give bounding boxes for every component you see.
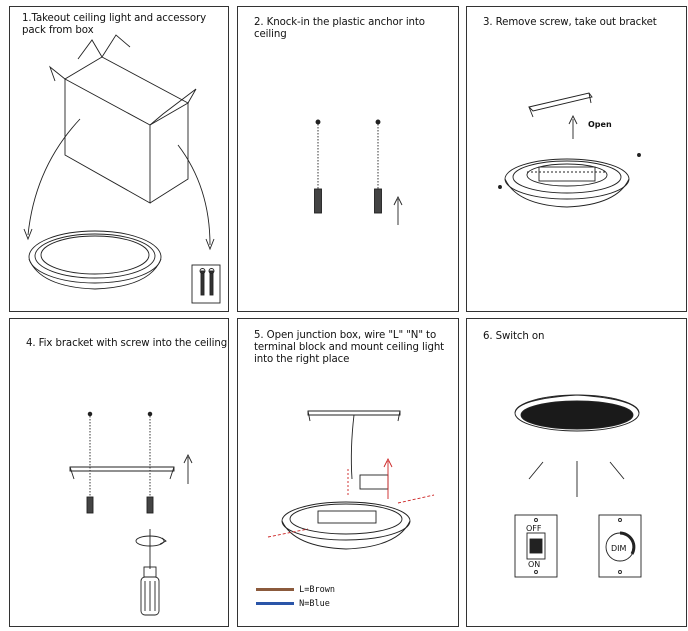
- step-5-panel: 5. Open junction box, wire "L" "N" to te…: [237, 318, 459, 627]
- step-2-caption: 2. Knock-in the plastic anchor into ceil…: [254, 17, 425, 40]
- box-flap-back: [101, 34, 131, 58]
- bracket: [69, 466, 175, 472]
- step-5-illustration: [267, 410, 435, 550]
- step-1-caption: 1.Takeout ceiling light and accessory pa…: [22, 13, 207, 36]
- step-3-illustration: [498, 92, 641, 208]
- step-4-panel: 4. Fix bracket with screw into the ceili…: [9, 318, 229, 627]
- dimmer-label: DIM: [611, 544, 627, 553]
- box-front: [64, 79, 151, 204]
- up-arrow-head: [393, 195, 403, 206]
- accessory-pack: [191, 264, 221, 304]
- box-side: [149, 103, 189, 204]
- legend-blue-label: N=Blue: [299, 599, 330, 609]
- legend-blue: N=Blue: [256, 599, 330, 609]
- step-4-caption: 4. Fix bracket with screw into the ceili…: [26, 338, 228, 349]
- step-6-caption: 6. Switch on: [483, 331, 545, 342]
- legend-brown-swatch: [256, 588, 294, 591]
- step-3-caption: 3. Remove screw, take out bracket: [483, 17, 657, 28]
- step-2-panel: 2. Knock-in the plastic anchor into ceil…: [237, 6, 459, 312]
- step-6-illustration: [514, 394, 642, 578]
- anchor-right: [374, 188, 382, 214]
- open-label: Open: [588, 120, 612, 129]
- step-6-panel: 6. Switch on OFF ON DIM: [466, 318, 687, 627]
- junction-box: [359, 474, 389, 490]
- screw-left: [86, 496, 94, 514]
- screw-right: [146, 496, 154, 514]
- step-2-illustration: [314, 119, 403, 225]
- step-3-panel: 3. Remove screw, take out bracket Open: [466, 6, 687, 312]
- switch-off-label: OFF: [526, 524, 542, 533]
- box-flap-left: [77, 39, 103, 60]
- bracket: [307, 410, 401, 416]
- step-4-illustration: [69, 411, 193, 616]
- step-1-panel: 1.Takeout ceiling light and accessory pa…: [9, 6, 229, 312]
- legend-brown-label: L=Brown: [299, 585, 335, 595]
- step-5-caption: 5. Open junction box, wire "L" "N" to te…: [254, 330, 445, 365]
- on-off-switch-plate: [514, 514, 558, 578]
- step-1-illustration: [23, 34, 221, 304]
- bracket: [528, 92, 593, 112]
- dimmer-switch-plate: [598, 514, 642, 578]
- screwdriver-handle: [140, 576, 160, 616]
- ceiling-light-ring: [28, 230, 162, 284]
- toggle-switch-icon: [529, 538, 543, 554]
- switch-on-label: ON: [528, 560, 541, 569]
- box-top-outline: [64, 56, 189, 126]
- supply-wire: [350, 414, 355, 480]
- anchor-left: [314, 188, 322, 214]
- legend-brown: L=Brown: [256, 585, 335, 595]
- legend-blue-swatch: [256, 602, 294, 605]
- box-flap-right: [149, 88, 197, 126]
